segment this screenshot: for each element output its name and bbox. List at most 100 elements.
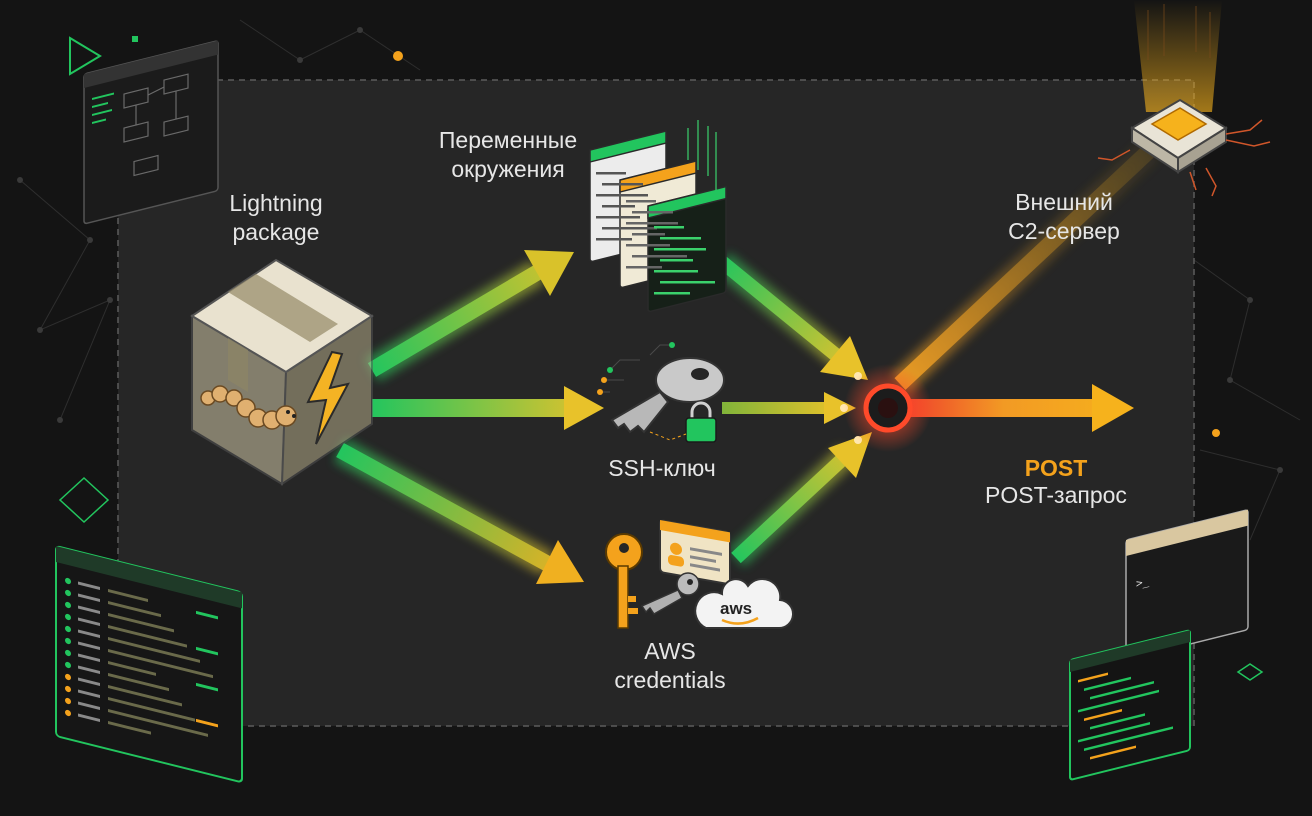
padlock-icon	[685, 401, 717, 443]
deco-line	[108, 720, 151, 735]
deco-line	[78, 617, 100, 626]
log-window-deco	[55, 545, 243, 783]
deco-line	[602, 183, 643, 186]
deco-line	[108, 696, 195, 722]
deco-line	[108, 648, 213, 679]
arrow-package-to-aws	[333, 438, 584, 584]
deco-line	[1078, 672, 1108, 683]
deco-line	[78, 713, 100, 722]
deco-line	[654, 226, 684, 229]
deco-line	[78, 701, 100, 710]
label-c2-line1: Внешний	[1015, 189, 1113, 215]
green-square-deco	[132, 36, 138, 42]
deco-dot	[65, 709, 71, 717]
code-window-deco	[1069, 629, 1191, 781]
env-files-icon	[589, 120, 727, 313]
arrow-aws-to-hub	[727, 432, 872, 567]
deco-line	[660, 237, 701, 240]
diamond-deco-icon	[58, 476, 110, 524]
label-package-line2: package	[233, 219, 320, 245]
deco-line	[108, 588, 148, 602]
deco-line	[1078, 722, 1150, 743]
deco-dot	[65, 625, 71, 633]
deco-line	[78, 605, 100, 614]
flowchart-window-deco	[83, 40, 219, 225]
deco-line	[1078, 689, 1159, 713]
deco-line	[78, 629, 100, 638]
deco-line	[626, 266, 662, 269]
ssh-key-icon	[597, 342, 725, 443]
deco-dot	[65, 649, 71, 657]
arrow-package-to-env	[365, 250, 574, 382]
deco-line	[78, 581, 100, 590]
label-env-line2: окружения	[451, 156, 564, 182]
deco-line	[78, 665, 100, 674]
flow-arrows	[333, 140, 1159, 584]
deco-dot	[65, 673, 71, 681]
deco-line	[196, 610, 218, 620]
deco-line	[596, 172, 626, 175]
label-post-title: POST	[1025, 455, 1088, 481]
small-diamond-deco-icon	[1236, 663, 1264, 681]
deco-line	[654, 248, 706, 251]
deco-line	[108, 684, 182, 707]
deco-line	[596, 216, 640, 219]
deco-line	[602, 205, 635, 208]
deco-line	[660, 281, 715, 284]
deco-line	[654, 270, 698, 273]
deco-line	[626, 200, 656, 203]
deco-line	[78, 593, 100, 602]
deco-line	[654, 292, 690, 295]
deco-line	[78, 653, 100, 662]
amber-dot-deco	[1212, 429, 1220, 437]
deco-line	[602, 227, 657, 230]
aws-cloud-text: aws	[720, 599, 752, 618]
label-package-line1: Lightning	[229, 190, 322, 216]
terminal-prompt: >_	[1136, 574, 1150, 590]
deco-line	[1084, 726, 1173, 752]
deco-line	[108, 624, 187, 648]
deco-line	[108, 612, 174, 633]
arrow-env-to-hub	[714, 252, 868, 380]
deco-dot	[65, 577, 71, 585]
deco-line	[632, 255, 687, 258]
deco-line	[78, 689, 100, 698]
deco-dot	[65, 589, 71, 597]
deco-line	[196, 682, 218, 692]
arrow-package-to-ssh	[372, 386, 604, 430]
deco-dot	[65, 613, 71, 621]
label-c2-line2: C2-сервер	[1008, 218, 1120, 244]
label-aws-line1: AWS	[644, 638, 696, 664]
deco-line	[626, 222, 678, 225]
deco-line	[196, 718, 218, 728]
deco-line	[108, 636, 200, 663]
deco-line	[108, 600, 161, 618]
aws-keys-icon: aws	[605, 519, 795, 630]
diagram-labels: Lightning package Переменные окружения S…	[229, 127, 1127, 693]
deco-line	[1090, 681, 1154, 700]
play-triangle-deco-icon	[69, 36, 102, 76]
deco-dot	[65, 601, 71, 609]
deco-line	[108, 708, 208, 737]
arrow-hub-to-post	[906, 384, 1134, 432]
id-card-icon	[659, 519, 731, 585]
lightning-bolt-icon	[306, 350, 350, 445]
terminal-window-deco: >_	[1125, 509, 1249, 661]
collector-hub-icon	[844, 364, 932, 452]
deco-line	[626, 244, 670, 247]
deco-line	[108, 660, 156, 676]
deco-line	[1084, 676, 1131, 692]
package-box-icon	[190, 258, 374, 486]
deco-dot	[65, 661, 71, 669]
amber-dot-deco	[393, 51, 403, 61]
aws-cloud-icon: aws	[694, 578, 795, 630]
deco-line	[596, 238, 632, 241]
deco-dot	[65, 637, 71, 645]
label-ssh: SSH-ключ	[608, 455, 715, 481]
label-post-sub: POST-запрос	[985, 482, 1127, 508]
deco-line	[78, 641, 100, 650]
deco-dot	[65, 697, 71, 705]
deco-line	[660, 259, 693, 262]
deco-line	[1084, 709, 1122, 722]
